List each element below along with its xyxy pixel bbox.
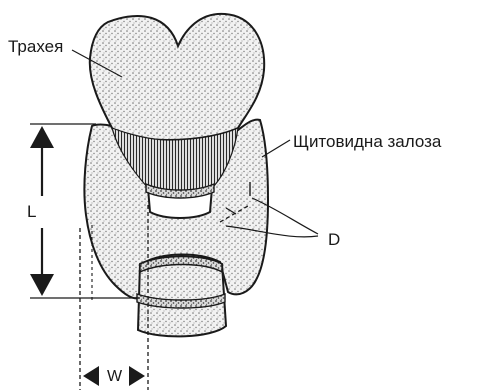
trachea-upper-shape (90, 14, 264, 140)
trachea-label: Трахея (8, 38, 63, 55)
width-label: W (107, 369, 122, 385)
length-arrow-down (30, 274, 54, 296)
length-label: L (27, 203, 36, 220)
width-arrow-left (83, 366, 99, 386)
thyroid-label: Щитовидна залоза (293, 133, 441, 150)
length-arrow-up (30, 126, 54, 148)
width-arrow-right (129, 366, 145, 386)
depth-label: D (328, 231, 340, 248)
